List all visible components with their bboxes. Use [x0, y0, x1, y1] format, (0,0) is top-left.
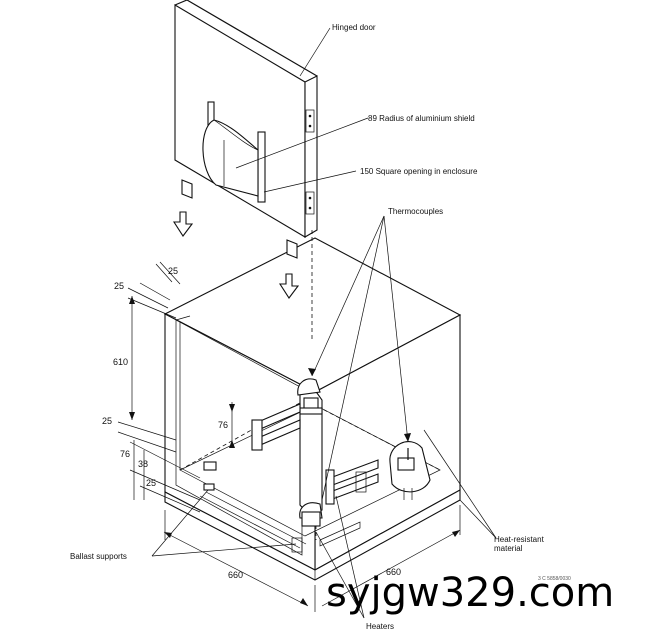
label-square-opening: 150 Square opening in enclosure: [360, 167, 478, 176]
enclosure-down-arrow-icon: [278, 239, 300, 299]
label-heat-resistant: Heat-resistant: [494, 535, 545, 544]
dim-76-outer: 76: [120, 449, 130, 459]
dimension-lines: [117, 261, 461, 612]
label-heaters: Heaters: [366, 622, 394, 631]
aluminium-shield: [202, 101, 266, 203]
internal-apparatus: [199, 378, 431, 553]
dim-25-top-right: 25: [168, 266, 178, 276]
hinged-door: [174, 0, 318, 238]
label-hinged-door: Hinged door: [332, 23, 376, 32]
label-radius-shield: 89 Radius of aluminium shield: [368, 114, 475, 123]
dim-25-top-left: 25: [114, 281, 124, 291]
watermark-text: syjgw329.com: [326, 570, 614, 616]
label-ballast-supports: Ballast supports: [70, 552, 127, 561]
door-down-arrow-icon: [172, 179, 194, 237]
thermocouple-arrow-icon: [308, 368, 316, 376]
dim-76-inner: 76: [218, 420, 228, 430]
dim-25-mid: 25: [102, 416, 112, 426]
dim-660-right: 660: [386, 567, 401, 577]
watermark-small-code: 3 C 5858/0030: [538, 576, 571, 582]
dim-38: 38: [138, 459, 148, 469]
label-thermocouples: Thermocouples: [388, 207, 443, 216]
dim-660-left: 660: [228, 570, 243, 580]
thermocouple-arrow-icon: [404, 433, 411, 442]
label-heat-resistant-material: material: [494, 544, 523, 553]
dim-610: 610: [113, 357, 128, 367]
leader-lines: [151, 27, 497, 619]
dim-25-low: 25: [146, 478, 156, 488]
